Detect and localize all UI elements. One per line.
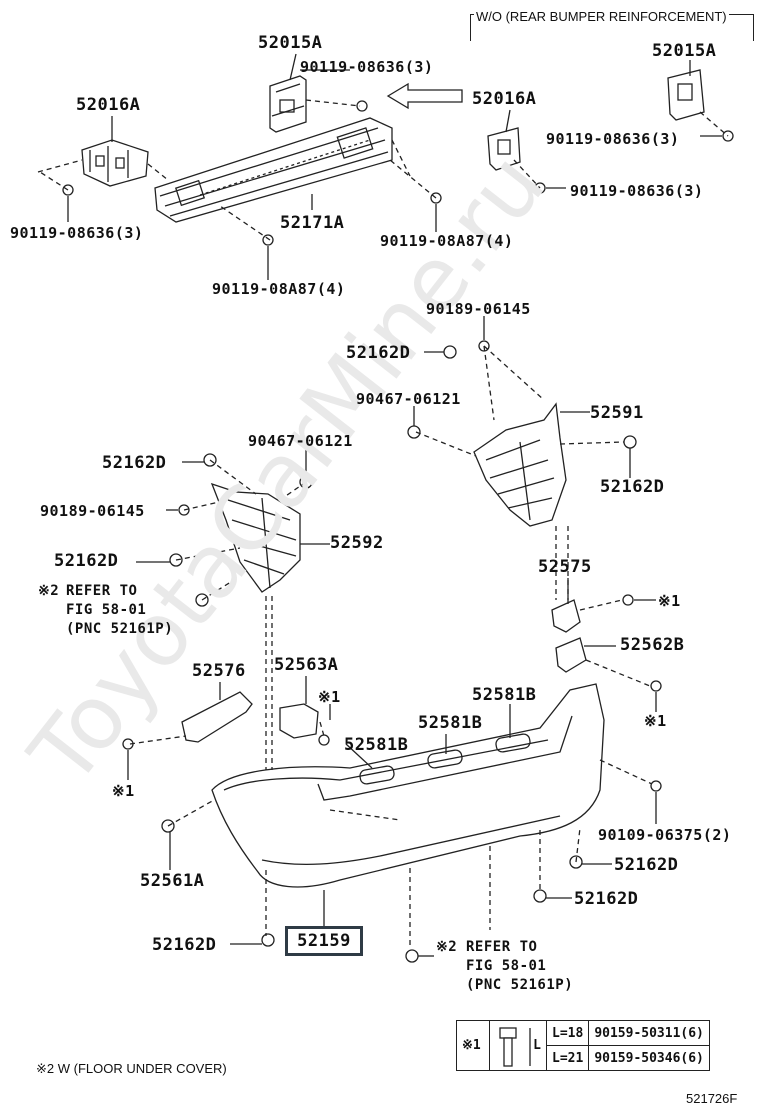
- bracket-52576: [181, 691, 253, 743]
- rear-bumper-reinforcement: [154, 117, 393, 223]
- solid-leaders: [67, 53, 722, 957]
- label-52162d-2: 52162D: [600, 477, 665, 497]
- direction-arrow: [386, 82, 463, 110]
- bracket-52575: [551, 599, 581, 633]
- label-52016a-right: 52016A: [472, 89, 537, 109]
- label-90119-08636-left: 90119-08636(3): [10, 224, 144, 242]
- fastener-part-1: 90159-50311(6): [588, 1020, 710, 1046]
- label-90467-06121-left: 90467-06121: [248, 432, 353, 450]
- bolt-icons: [62, 100, 734, 963]
- label-52015a-right: 52015A: [652, 41, 717, 61]
- bracket-52016a-right: [487, 127, 521, 171]
- refer-bottom-line1: REFER TO: [466, 939, 538, 955]
- label-52576: 52576: [192, 661, 246, 681]
- label-90119-08636-top: 90119-08636(3): [300, 58, 434, 76]
- label-52162d-7: 52162D: [152, 935, 217, 955]
- label-52159: 52159: [297, 931, 351, 951]
- mark1-a: ※1: [658, 592, 681, 610]
- label-90119-08636-right1: 90119-08636(3): [546, 130, 680, 148]
- fastener-dim: L: [489, 1020, 547, 1071]
- fastener-length-1: L=18: [545, 1020, 590, 1046]
- label-52171a: 52171A: [280, 213, 345, 233]
- label-52591: 52591: [590, 403, 644, 423]
- header-note: W/O (REAR BUMPER REINFORCEMENT): [474, 8, 729, 26]
- refer-bottom-mark: ※2: [436, 939, 458, 955]
- label-52162d-6: 52162D: [574, 889, 639, 909]
- refer-bottom-line3: (PNC 52161P): [466, 977, 574, 993]
- label-90119-08a87-right: 90119-08A87(4): [380, 232, 514, 250]
- fastener-part-2: 90159-50346(6): [588, 1045, 710, 1071]
- fastener-table: ※1 L L=18 90159-50311(6) L=21 90159-5034…: [456, 1020, 710, 1071]
- label-52581b-mid: 52581B: [418, 713, 483, 733]
- refer-left-line2: FIG 58-01: [66, 602, 147, 618]
- label-52162d-1: 52162D: [346, 343, 411, 363]
- label-90467-06121-right: 90467-06121: [356, 390, 461, 408]
- label-90119-08636-right2: 90119-08636(3): [570, 182, 704, 200]
- label-52592: 52592: [330, 533, 384, 553]
- dashed-leaders: [37, 99, 729, 948]
- bracket-52016a-left: [81, 139, 149, 187]
- rear-bumper-cover: [211, 683, 605, 888]
- label-52162d-5: 52162D: [614, 855, 679, 875]
- refer-bottom-line2: FIG 58-01: [466, 958, 547, 974]
- label-90189-06145-top: 90189-06145: [426, 300, 531, 318]
- mark1-b: ※1: [644, 712, 667, 730]
- label-52015a-left: 52015A: [258, 33, 323, 53]
- highlighted-part-52159[interactable]: 52159: [285, 926, 363, 956]
- bracket-52015a-right: [667, 69, 705, 121]
- side-retainer-52591: [473, 402, 567, 527]
- label-52563a: 52563A: [274, 655, 339, 675]
- label-52162d-4: 52162D: [54, 551, 119, 571]
- label-52581b-top: 52581B: [472, 685, 537, 705]
- label-90109-06375: 90109-06375(2): [598, 826, 732, 844]
- label-52162d-3: 52162D: [102, 453, 167, 473]
- fastener-mark: ※1: [456, 1020, 490, 1071]
- label-90119-08a87-bottom: 90119-08A87(4): [212, 280, 346, 298]
- label-90189-06145-left: 90189-06145: [40, 502, 145, 520]
- label-52561a: 52561A: [140, 871, 205, 891]
- label-52581b-low: 52581B: [344, 735, 409, 755]
- mark1-c: ※1: [318, 688, 341, 706]
- mark1-d: ※1: [112, 782, 135, 800]
- refer-left-mark: ※2: [38, 583, 60, 599]
- footnote: ※2 W (FLOOR UNDER COVER): [36, 1061, 227, 1076]
- label-52562b: 52562B: [620, 635, 685, 655]
- bracket-52562b: [555, 637, 587, 673]
- label-52575: 52575: [538, 557, 592, 577]
- bracket-52015a-top: [269, 75, 307, 133]
- refer-left-line3: (PNC 52161P): [66, 621, 174, 637]
- bracket-52563a: [279, 703, 319, 739]
- refer-left-line1: REFER TO: [66, 583, 138, 599]
- side-retainer-52592: [210, 482, 301, 593]
- label-52016a-left: 52016A: [76, 95, 141, 115]
- diagram-code: 521726F: [686, 1091, 738, 1106]
- fastener-length-2: L=21: [545, 1045, 590, 1071]
